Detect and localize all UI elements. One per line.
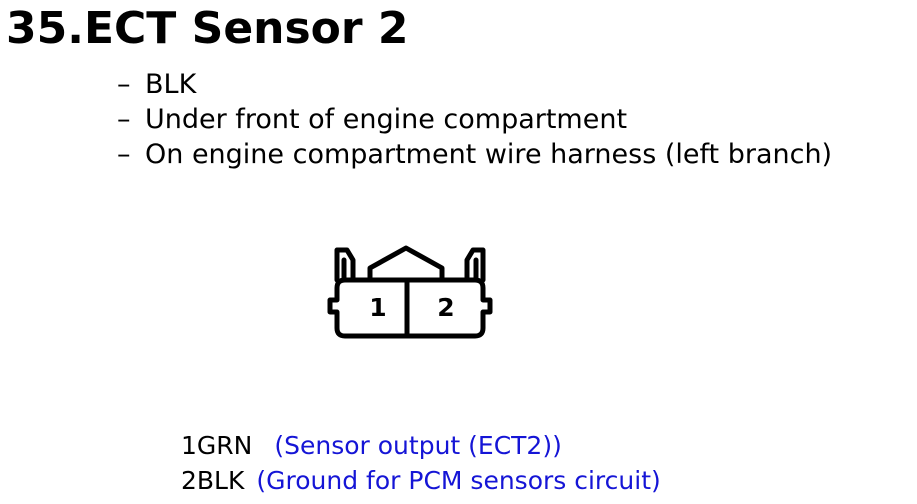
pinout-list: 1GRN (Sensor output (ECT2)) 2BLK (Ground f… (181, 428, 661, 498)
detail-location: –Under front of engine compartment (117, 102, 832, 137)
detail-text: BLK (145, 69, 197, 100)
pinout-row: 1GRN (Sensor output (ECT2)) (181, 428, 661, 463)
detail-harness: –On engine compartment wire harness (lef… (117, 137, 832, 172)
connector-right-tab (464, 247, 486, 283)
connector-key (367, 245, 445, 283)
connector-diagram: 1 2 (327, 245, 493, 339)
pin-number-2: 2 (437, 293, 454, 322)
pin-description: (Sensor output (ECT2)) (274, 431, 562, 460)
detail-text: Under front of engine compartment (145, 104, 628, 135)
bullet-dash: – (117, 139, 131, 170)
connector-left-tab (334, 247, 356, 283)
connector-details-list: –BLK –Under front of engine compartment … (117, 67, 832, 172)
connector-body (327, 277, 493, 339)
bullet-dash: – (117, 104, 131, 135)
pinout-row: 2BLK (Ground for PCM sensors circuit) (181, 463, 661, 498)
bullet-dash: – (117, 69, 131, 100)
page-title: 35.ECT Sensor 2 (6, 3, 409, 54)
detail-text: On engine compartment wire harness (left… (145, 139, 833, 170)
pin-number-1: 1 (369, 293, 386, 322)
pin-wire-label: 1GRN (181, 431, 253, 460)
pin-wire-label: 2BLK (181, 466, 245, 495)
detail-color: –BLK (117, 67, 832, 102)
pin-description: (Ground for PCM sensors circuit) (256, 466, 661, 495)
